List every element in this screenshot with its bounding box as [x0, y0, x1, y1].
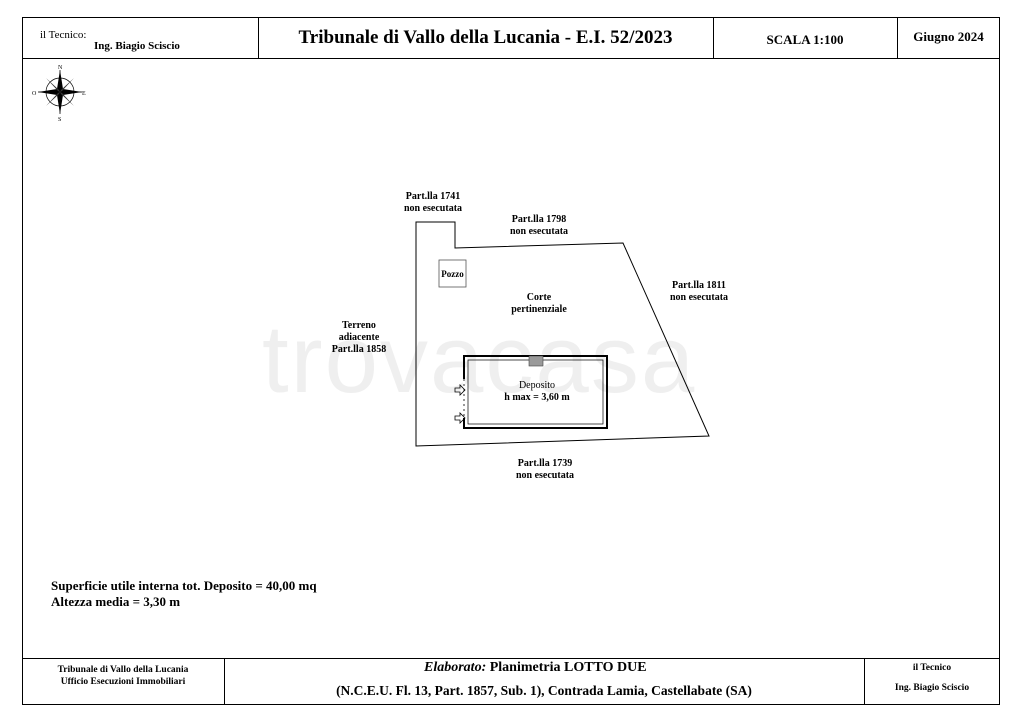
label-part-1741-line2: non esecutata [403, 203, 463, 214]
label-corte-line1: Corte [526, 292, 552, 303]
label-deposito-line1: Deposito [518, 380, 556, 391]
footer-tech-label: il Tecnico [912, 663, 952, 673]
window-mark [528, 355, 544, 367]
header-divider [897, 17, 898, 59]
label-part-1811-line1: Part.lla 1811 [672, 280, 726, 291]
label-part-1739-line2: non esecutata [515, 470, 575, 481]
label-part-1741: Part.lla 1741 non esecutata [396, 191, 470, 215]
label-part-1811-line2: non esecutata [669, 292, 729, 303]
footer-reference: (N.C.E.U. Fl. 13, Part. 1857, Sub. 1), C… [336, 683, 752, 698]
drawing-title: Tribunale di Vallo della Lucania - E.I. … [298, 27, 673, 48]
label-corte: Corte pertinenziale [504, 292, 574, 316]
label-part-1798: Part.lla 1798 non esecutata [500, 214, 578, 238]
pozzo-well [438, 259, 467, 288]
trovacasa-watermark: trovacasa [262, 306, 697, 413]
header-divider [713, 17, 714, 59]
label-part-1798-line1: Part.lla 1798 [511, 214, 567, 225]
label-part-1741-line1: Part.lla 1741 [405, 191, 461, 202]
footer-elaborato: Elaborato: Planimetria LOTTO DUE [424, 660, 647, 676]
compass-rose-icon: N S E O [32, 65, 86, 122]
label-part-1798-line2: non esecutata [509, 226, 569, 237]
compass-north-letter: N [58, 65, 63, 71]
elaborato-label: Elaborato: [424, 660, 487, 675]
footer-top-line [22, 658, 1000, 659]
label-part-1811: Part.lla 1811 non esecutata [660, 280, 738, 304]
entrance-arrow-icon [454, 412, 466, 424]
label-corte-line2: pertinenziale [511, 304, 567, 315]
compass-south-letter: S [58, 117, 61, 122]
compass-east-letter: E [82, 91, 86, 97]
footer-divider [864, 658, 865, 705]
label-terreno: Terreno adiacente Part.lla 1858 [324, 320, 394, 356]
height-summary: Altezza media = 3,30 m [51, 594, 181, 609]
lot-boundary [415, 221, 710, 447]
footer-office-line1: Tribunale di Vallo della Lucania [57, 665, 189, 675]
title-block-header [22, 17, 1000, 59]
technician-name: Ing. Biagio Sciscio [94, 40, 180, 52]
technician-label: il Tecnico: [40, 29, 87, 41]
label-terreno-line3: Part.lla 1858 [331, 344, 387, 355]
footer-tech-name: Ing. Biagio Sciscio [894, 683, 970, 693]
compass-west-letter: O [32, 91, 37, 97]
scale-label: SCALA 1:100 [766, 32, 844, 47]
date-label: Giugno 2024 [913, 29, 984, 44]
label-terreno-line1: Terreno [342, 320, 376, 331]
label-pozzo: Pozzo [441, 269, 464, 279]
elaborato-value: Planimetria LOTTO DUE [489, 660, 647, 675]
label-terreno-line2: adiacente [338, 332, 380, 343]
footer-divider [224, 658, 225, 705]
label-part-1739: Part.lla 1739 non esecutata [506, 458, 584, 482]
header-divider [258, 17, 259, 59]
entrance-arrow-icon [454, 384, 466, 396]
label-deposito-line2: h max = 3,60 m [504, 392, 570, 403]
drawing-frame [22, 17, 1000, 705]
footer-office-line2: Ufficio Esecuzioni Immobiliari [60, 677, 186, 687]
surface-summary: Superficie utile interna tot. Deposito =… [51, 578, 317, 593]
label-deposito: Deposito h max = 3,60 m [495, 380, 579, 404]
label-part-1739-line1: Part.lla 1739 [517, 458, 573, 469]
